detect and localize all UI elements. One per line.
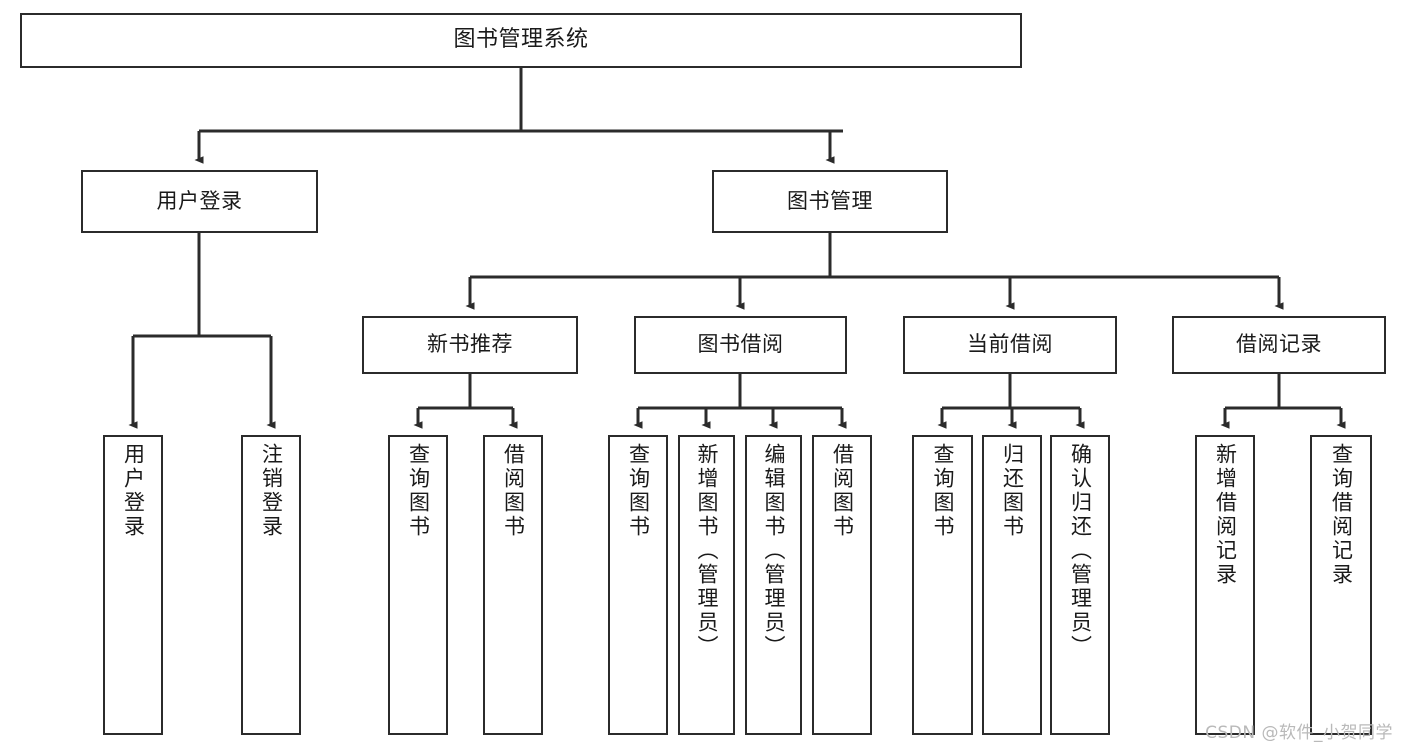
node-leaf-edit-book-label: 编辑图书（管理员） xyxy=(762,443,786,659)
node-borrow-record[interactable]: 借阅记录 xyxy=(1172,316,1386,374)
node-leaf-query-borrow-record[interactable]: 查询借阅记录 xyxy=(1310,435,1372,735)
node-new-book-recommend-label: 新书推荐 xyxy=(427,332,513,357)
node-leaf-add-borrow-record-label: 新增借阅记录 xyxy=(1213,443,1238,587)
node-leaf-borrow-book-label: 借阅图书 xyxy=(830,443,855,539)
node-leaf-return-book-label: 归还图书 xyxy=(1000,443,1025,539)
node-leaf-borrow-book-rec[interactable]: 借阅图书 xyxy=(483,435,543,735)
node-leaf-user-login-label: 用户登录 xyxy=(121,443,146,539)
node-leaf-return-book[interactable]: 归还图书 xyxy=(982,435,1042,735)
watermark-text: CSDN @软件_小贺同学 xyxy=(1205,723,1393,743)
node-user-login-label: 用户登录 xyxy=(156,188,243,213)
node-leaf-edit-book[interactable]: 编辑图书（管理员） xyxy=(745,435,802,735)
node-leaf-query-book-rec[interactable]: 查询图书 xyxy=(388,435,448,735)
node-book-borrow-label: 图书借阅 xyxy=(697,332,784,357)
node-leaf-confirm-return[interactable]: 确认归还（管理员） xyxy=(1050,435,1110,735)
node-root[interactable]: 图书管理系统 xyxy=(20,13,1022,68)
node-leaf-query-book-borrow-label: 查询图书 xyxy=(626,443,651,539)
node-root-label: 图书管理系统 xyxy=(453,27,589,53)
node-current-borrow[interactable]: 当前借阅 xyxy=(903,316,1117,374)
node-borrow-record-label: 借阅记录 xyxy=(1236,332,1322,357)
node-leaf-query-book-borrow[interactable]: 查询图书 xyxy=(608,435,668,735)
node-leaf-query-borrow-record-label: 查询借阅记录 xyxy=(1329,443,1354,587)
node-leaf-add-borrow-record[interactable]: 新增借阅记录 xyxy=(1195,435,1255,735)
node-leaf-add-book[interactable]: 新增图书（管理员） xyxy=(678,435,735,735)
node-leaf-query-book-current-label: 查询图书 xyxy=(931,443,955,539)
node-book-manage-label: 图书管理 xyxy=(787,188,873,213)
node-book-borrow[interactable]: 图书借阅 xyxy=(634,316,847,374)
node-current-borrow-label: 当前借阅 xyxy=(967,332,1053,357)
node-leaf-add-book-label: 新增图书（管理员） xyxy=(695,443,719,659)
node-leaf-user-logout[interactable]: 注销登录 xyxy=(241,435,301,735)
node-new-book-recommend[interactable]: 新书推荐 xyxy=(362,316,578,374)
node-user-login[interactable]: 用户登录 xyxy=(81,170,318,233)
node-book-manage[interactable]: 图书管理 xyxy=(712,170,948,233)
node-leaf-borrow-book-rec-label: 借阅图书 xyxy=(501,443,526,539)
node-leaf-user-logout-label: 注销登录 xyxy=(259,443,284,539)
node-leaf-query-book-rec-label: 查询图书 xyxy=(406,443,431,539)
node-leaf-confirm-return-label: 确认归还（管理员） xyxy=(1068,443,1093,659)
node-leaf-query-book-current[interactable]: 查询图书 xyxy=(912,435,973,735)
node-leaf-user-login[interactable]: 用户登录 xyxy=(103,435,163,735)
node-leaf-borrow-book[interactable]: 借阅图书 xyxy=(812,435,872,735)
